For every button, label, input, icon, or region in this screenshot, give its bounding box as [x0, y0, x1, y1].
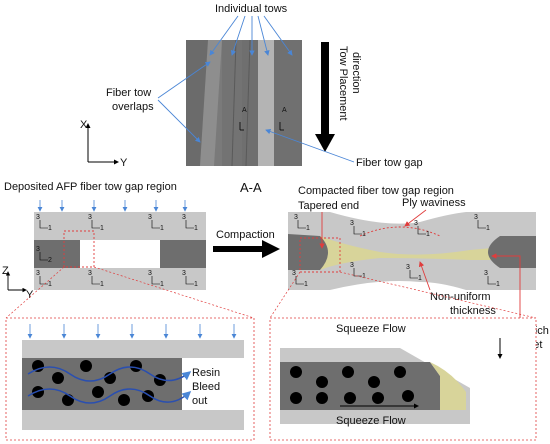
resin-bleed-label-2: Bleed — [192, 381, 220, 393]
ply-label: 3 — [36, 270, 40, 277]
non-uniform-label-1: Non-uniform — [430, 291, 491, 303]
tow-strip — [274, 40, 302, 166]
ply-label: 3 — [474, 214, 478, 221]
ply-label: 1 — [160, 225, 164, 232]
ply-label: 1 — [306, 225, 310, 232]
ply-label: 2 — [48, 257, 52, 264]
ply-label: 1 — [362, 273, 366, 280]
tow-gap-strip — [258, 40, 274, 166]
individual-tows-leaders — [209, 15, 293, 56]
zy-axes — [5, 271, 27, 293]
ply-label: 1 — [496, 281, 500, 288]
ply-label: 1 — [194, 281, 198, 288]
axis-x-label: X — [80, 119, 88, 131]
ply-label: 3 — [36, 214, 40, 221]
ply-label: 3 — [182, 270, 186, 277]
deposited-pressure-arrows — [37, 200, 188, 212]
tow-placement-arrow — [315, 42, 335, 152]
tapered-end-label: Tapered end — [298, 200, 359, 212]
compacted-region-title: Compacted fiber tow gap region — [298, 185, 454, 197]
ply-orientations-left — [39, 220, 194, 285]
axis-z-label: Z — [2, 265, 9, 277]
fiber-tow-gap-leader — [265, 129, 355, 163]
zoom-squeeze-flow — [269, 317, 537, 441]
ply-waviness-label: Ply waviness — [402, 197, 466, 209]
ply-label: 3 — [88, 214, 92, 221]
tow-strip — [222, 40, 242, 166]
ply-label: 1 — [418, 275, 422, 282]
ply-label: 3 — [350, 262, 354, 269]
ply-label: 3 — [182, 214, 186, 221]
overlap-leaders — [157, 61, 211, 143]
ply-label: 3 — [294, 214, 298, 221]
ply-label: 1 — [426, 231, 430, 238]
tow-overlap-strip — [200, 40, 222, 166]
deposited-section — [34, 212, 206, 290]
compaction-label: Compaction — [216, 229, 275, 241]
axis-y-label: Y — [120, 157, 128, 169]
section-title: A-A — [240, 180, 262, 195]
ply-label: 1 — [48, 281, 52, 288]
section-a-left: A — [242, 107, 247, 114]
squeeze-flow-top-label: Squeeze Flow — [336, 323, 406, 335]
ply-label: 3 — [406, 264, 410, 271]
fiber-tow-overlaps-label-1: Fiber tow — [106, 87, 151, 99]
fiber-tow-gap-label: Fiber tow gap — [356, 157, 423, 169]
ply-label: 1 — [362, 231, 366, 238]
compaction-arrow — [213, 240, 280, 258]
resin-bleed-label-1: Resin — [192, 367, 220, 379]
ply-label: 3 — [148, 214, 152, 221]
tow-placement-view: A A — [186, 39, 302, 167]
axis-y2-label: Y — [26, 289, 34, 301]
tow-placement-label-1: Tow Placement — [337, 46, 349, 121]
ply-label: 3 — [36, 246, 40, 253]
individual-tows-label: Individual tows — [215, 3, 288, 15]
ply-label: 3 — [484, 270, 488, 277]
ply-orientations-right — [295, 220, 496, 285]
ply-label: 3 — [88, 270, 92, 277]
xy-axes — [85, 123, 119, 165]
ply-label: 1 — [48, 225, 52, 232]
resin-bleed-label-3: out — [192, 395, 207, 407]
fiber-tow-overlaps-label-2: overlaps — [112, 101, 154, 113]
squeeze-flow-bottom-label: Squeeze Flow — [336, 415, 406, 427]
tow-placement-label-2: direction — [350, 52, 362, 94]
compacted-section — [288, 212, 536, 290]
ply-label: 1 — [486, 225, 490, 232]
ply-label: 3 — [292, 270, 296, 277]
non-uniform-label-2: thickness — [450, 305, 496, 317]
ply-label: 3 — [414, 220, 418, 227]
ply-label: 1 — [100, 225, 104, 232]
ply-label: 3 — [148, 270, 152, 277]
ply-label: 1 — [304, 281, 308, 288]
ply-label: 1 — [194, 225, 198, 232]
deposited-region-title: Deposited AFP fiber tow gap region — [4, 181, 177, 193]
zoom-resin-bleed — [5, 317, 255, 441]
section-a-right: A — [282, 107, 287, 114]
ply-label: 3 — [350, 220, 354, 227]
ply-label: 1 — [100, 281, 104, 288]
ply-label: 1 — [160, 281, 164, 288]
